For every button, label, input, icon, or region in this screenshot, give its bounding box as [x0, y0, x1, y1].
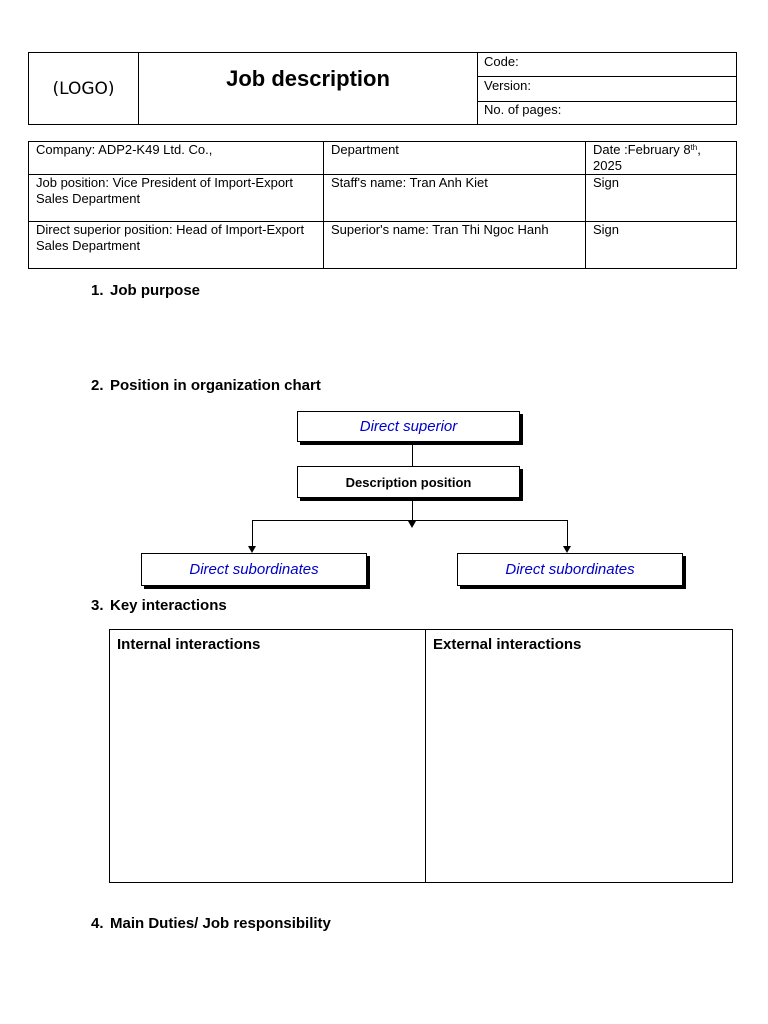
job-info-table: Company: ADP2-K49 Ltd. Co., Department D…: [28, 141, 737, 269]
arrow-down-icon: [408, 521, 416, 528]
connector-line: [412, 498, 413, 522]
logo-placeholder: (LOGO): [29, 53, 139, 124]
company-cell[interactable]: Company: ADP2-K49 Ltd. Co.,: [28, 141, 324, 175]
direct-superior-label: Direct superior: [359, 418, 458, 435]
subordinate-box-left: Direct subordinates: [141, 553, 367, 586]
section-number: 3.: [91, 597, 104, 614]
table-row: Company: ADP2-K49 Ltd. Co., Department D…: [28, 141, 737, 175]
external-interactions-heading: External interactions: [433, 636, 582, 653]
connector-line: [252, 520, 253, 547]
pages-field[interactable]: No. of pages:: [484, 102, 562, 117]
date-year: , 2025: [593, 142, 701, 173]
section-main-duties: 4. Main Duties/ Job responsibility: [91, 915, 331, 932]
direct-superior-box: Direct superior: [297, 411, 520, 442]
arrow-down-icon: [248, 546, 256, 553]
date-ordinal: th: [690, 143, 698, 152]
date-cell[interactable]: Date :February 8th, 2025: [585, 141, 737, 175]
branch-line: [252, 520, 568, 521]
section-number: 4.: [91, 915, 104, 932]
sign-cell-staff[interactable]: Sign: [585, 174, 737, 222]
document-header: (LOGO) Job description Code: Version: No…: [28, 52, 737, 125]
table-row: Job position: Vice President of Import-E…: [28, 174, 737, 222]
section-number: 1.: [91, 282, 104, 299]
subordinate-label: Direct subordinates: [189, 561, 319, 578]
external-interactions-cell[interactable]: External interactions: [426, 630, 732, 882]
code-field[interactable]: Code:: [478, 53, 736, 77]
section-title: Main Duties/ Job responsibility: [110, 915, 331, 932]
internal-interactions-heading: Internal interactions: [117, 636, 261, 653]
section-key-interactions: 3. Key interactions: [91, 597, 227, 614]
table-row: Direct superior position: Head of Import…: [28, 221, 737, 269]
superior-name-cell[interactable]: Superior's name: Tran Thi Ngoc Hanh: [323, 221, 586, 269]
department-cell[interactable]: Department: [323, 141, 586, 175]
section-title: Job purpose: [110, 282, 201, 299]
subordinate-label: Direct subordinates: [505, 561, 635, 578]
connector-line: [567, 520, 568, 547]
sign-cell-superior[interactable]: Sign: [585, 221, 737, 269]
arrow-down-icon: [563, 546, 571, 553]
staff-name-cell[interactable]: Staff's name: Tran Anh Kiet: [323, 174, 586, 222]
subordinate-box-right: Direct subordinates: [457, 553, 683, 586]
section-title: Position in organization chart: [110, 377, 321, 394]
superior-position-cell[interactable]: Direct superior position: Head of Import…: [28, 221, 324, 269]
connector-line: [412, 442, 413, 467]
date-text: Date :February 8: [593, 142, 691, 157]
section-title: Key interactions: [110, 597, 227, 614]
version-field[interactable]: Version:: [478, 77, 736, 102]
section-number: 2.: [91, 377, 104, 394]
description-position-label: Description position: [345, 474, 472, 490]
key-interactions-table: Internal interactions External interacti…: [109, 629, 733, 883]
internal-interactions-cell[interactable]: Internal interactions: [110, 630, 426, 882]
section-job-purpose: 1. Job purpose: [91, 282, 200, 299]
job-position-cell[interactable]: Job position: Vice President of Import-E…: [28, 174, 324, 222]
document-meta: Code: Version: No. of pages:: [478, 53, 736, 124]
section-org-chart: 2. Position in organization chart: [91, 377, 321, 394]
document-title: Job description: [139, 53, 478, 124]
description-position-box: Description position: [297, 466, 520, 498]
